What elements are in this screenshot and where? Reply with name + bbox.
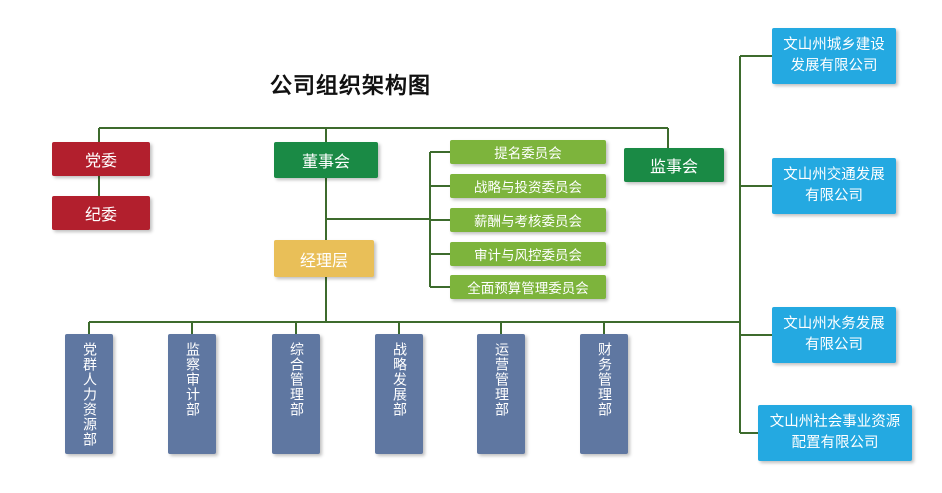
department-label: 财务管理部 bbox=[596, 342, 612, 417]
board-box: 董事会 bbox=[274, 142, 378, 178]
committee-compensation: 薪酬与考核委员会 bbox=[450, 208, 606, 232]
committee-budget: 全面预算管理委员会 bbox=[450, 275, 606, 299]
subsidiary-water: 文山州水务发展有限公司 bbox=[772, 307, 896, 363]
discipline-committee-box: 纪委 bbox=[52, 196, 150, 230]
department-label: 战略发展部 bbox=[391, 342, 407, 417]
subsidiary-transport: 文山州交通发展有限公司 bbox=[772, 158, 896, 214]
committee-nomination: 提名委员会 bbox=[450, 140, 606, 164]
management-box: 经理层 bbox=[274, 240, 374, 277]
department-label: 综合管理部 bbox=[288, 342, 304, 417]
subsidiary-social-resources: 文山州社会事业资源配置有限公司 bbox=[758, 405, 912, 461]
committee-strategy: 战略与投资委员会 bbox=[450, 174, 606, 198]
supervisory-box: 监事会 bbox=[624, 148, 724, 182]
department-box: 综合管理部 bbox=[272, 334, 320, 454]
subsidiary-urban-rural: 文山州城乡建设发展有限公司 bbox=[772, 28, 896, 84]
committee-audit-risk: 审计与风控委员会 bbox=[450, 242, 606, 266]
department-box: 财务管理部 bbox=[580, 334, 628, 454]
department-label: 运营管理部 bbox=[493, 342, 509, 417]
department-box: 监察审计部 bbox=[168, 334, 216, 454]
department-box: 党群人力资源部 bbox=[65, 334, 113, 454]
department-label: 监察审计部 bbox=[184, 342, 200, 417]
chart-title: 公司组织架构图 bbox=[270, 74, 432, 99]
department-box: 战略发展部 bbox=[375, 334, 423, 454]
party-committee-box: 党委 bbox=[52, 142, 150, 176]
department-label: 党群人力资源部 bbox=[81, 342, 97, 447]
department-box: 运营管理部 bbox=[477, 334, 525, 454]
